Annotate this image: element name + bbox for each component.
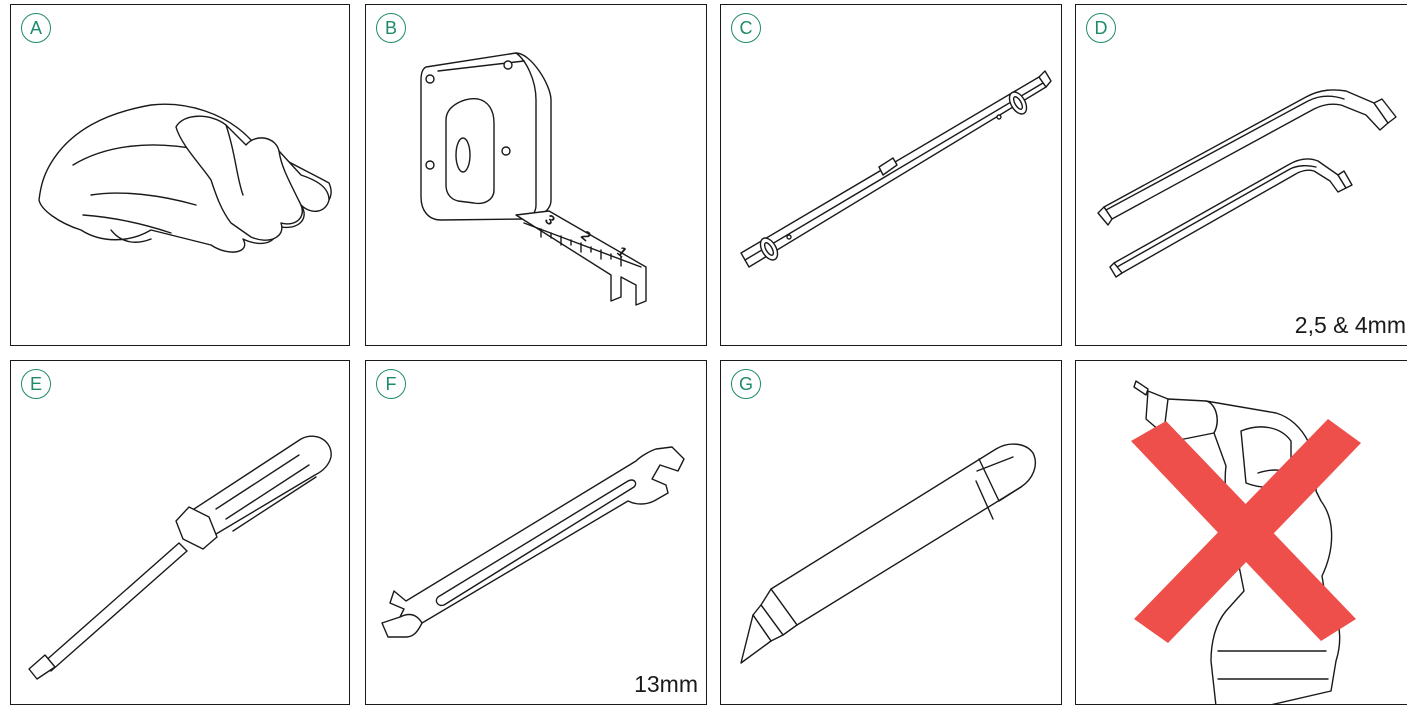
tool-panel-tape-measure: B 3 2 1 (365, 4, 707, 346)
tool-panel-screwdriver: E (10, 360, 350, 705)
tool-panel-wrench: F 13mm (365, 360, 707, 705)
spirit-level-icon (740, 70, 1052, 268)
gloves-icon (38, 103, 332, 253)
screwdriver-icon (28, 435, 332, 680)
panel-badge: F (376, 369, 406, 399)
panel-badge: A (21, 13, 51, 43)
panel-badge: E (21, 369, 51, 399)
panel-badge: G (731, 369, 761, 399)
tool-panel-spirit-level: C (720, 4, 1062, 346)
panel-badge: C (731, 13, 761, 43)
wrench-icon (381, 446, 685, 638)
size-label: 13mm (634, 671, 698, 697)
tool-panel-gloves: A (10, 4, 350, 346)
size-label: 2,5 & 4mm (1294, 312, 1406, 338)
tape-measure-icon: 3 2 1 (420, 52, 647, 306)
panel-badge: D (1086, 13, 1116, 43)
tool-panel-marker: G (720, 360, 1062, 705)
tool-panel-allen-keys: D 2,5 & 4mm (1075, 4, 1407, 346)
marker-pen-icon (740, 443, 1037, 664)
panel-badge: B (376, 13, 406, 43)
prohibited-cross-icon (1131, 419, 1361, 643)
tape-tick-marks (540, 228, 622, 267)
allen-keys-icon (1097, 89, 1397, 278)
tool-panel-drill-not-allowed (1075, 360, 1407, 705)
